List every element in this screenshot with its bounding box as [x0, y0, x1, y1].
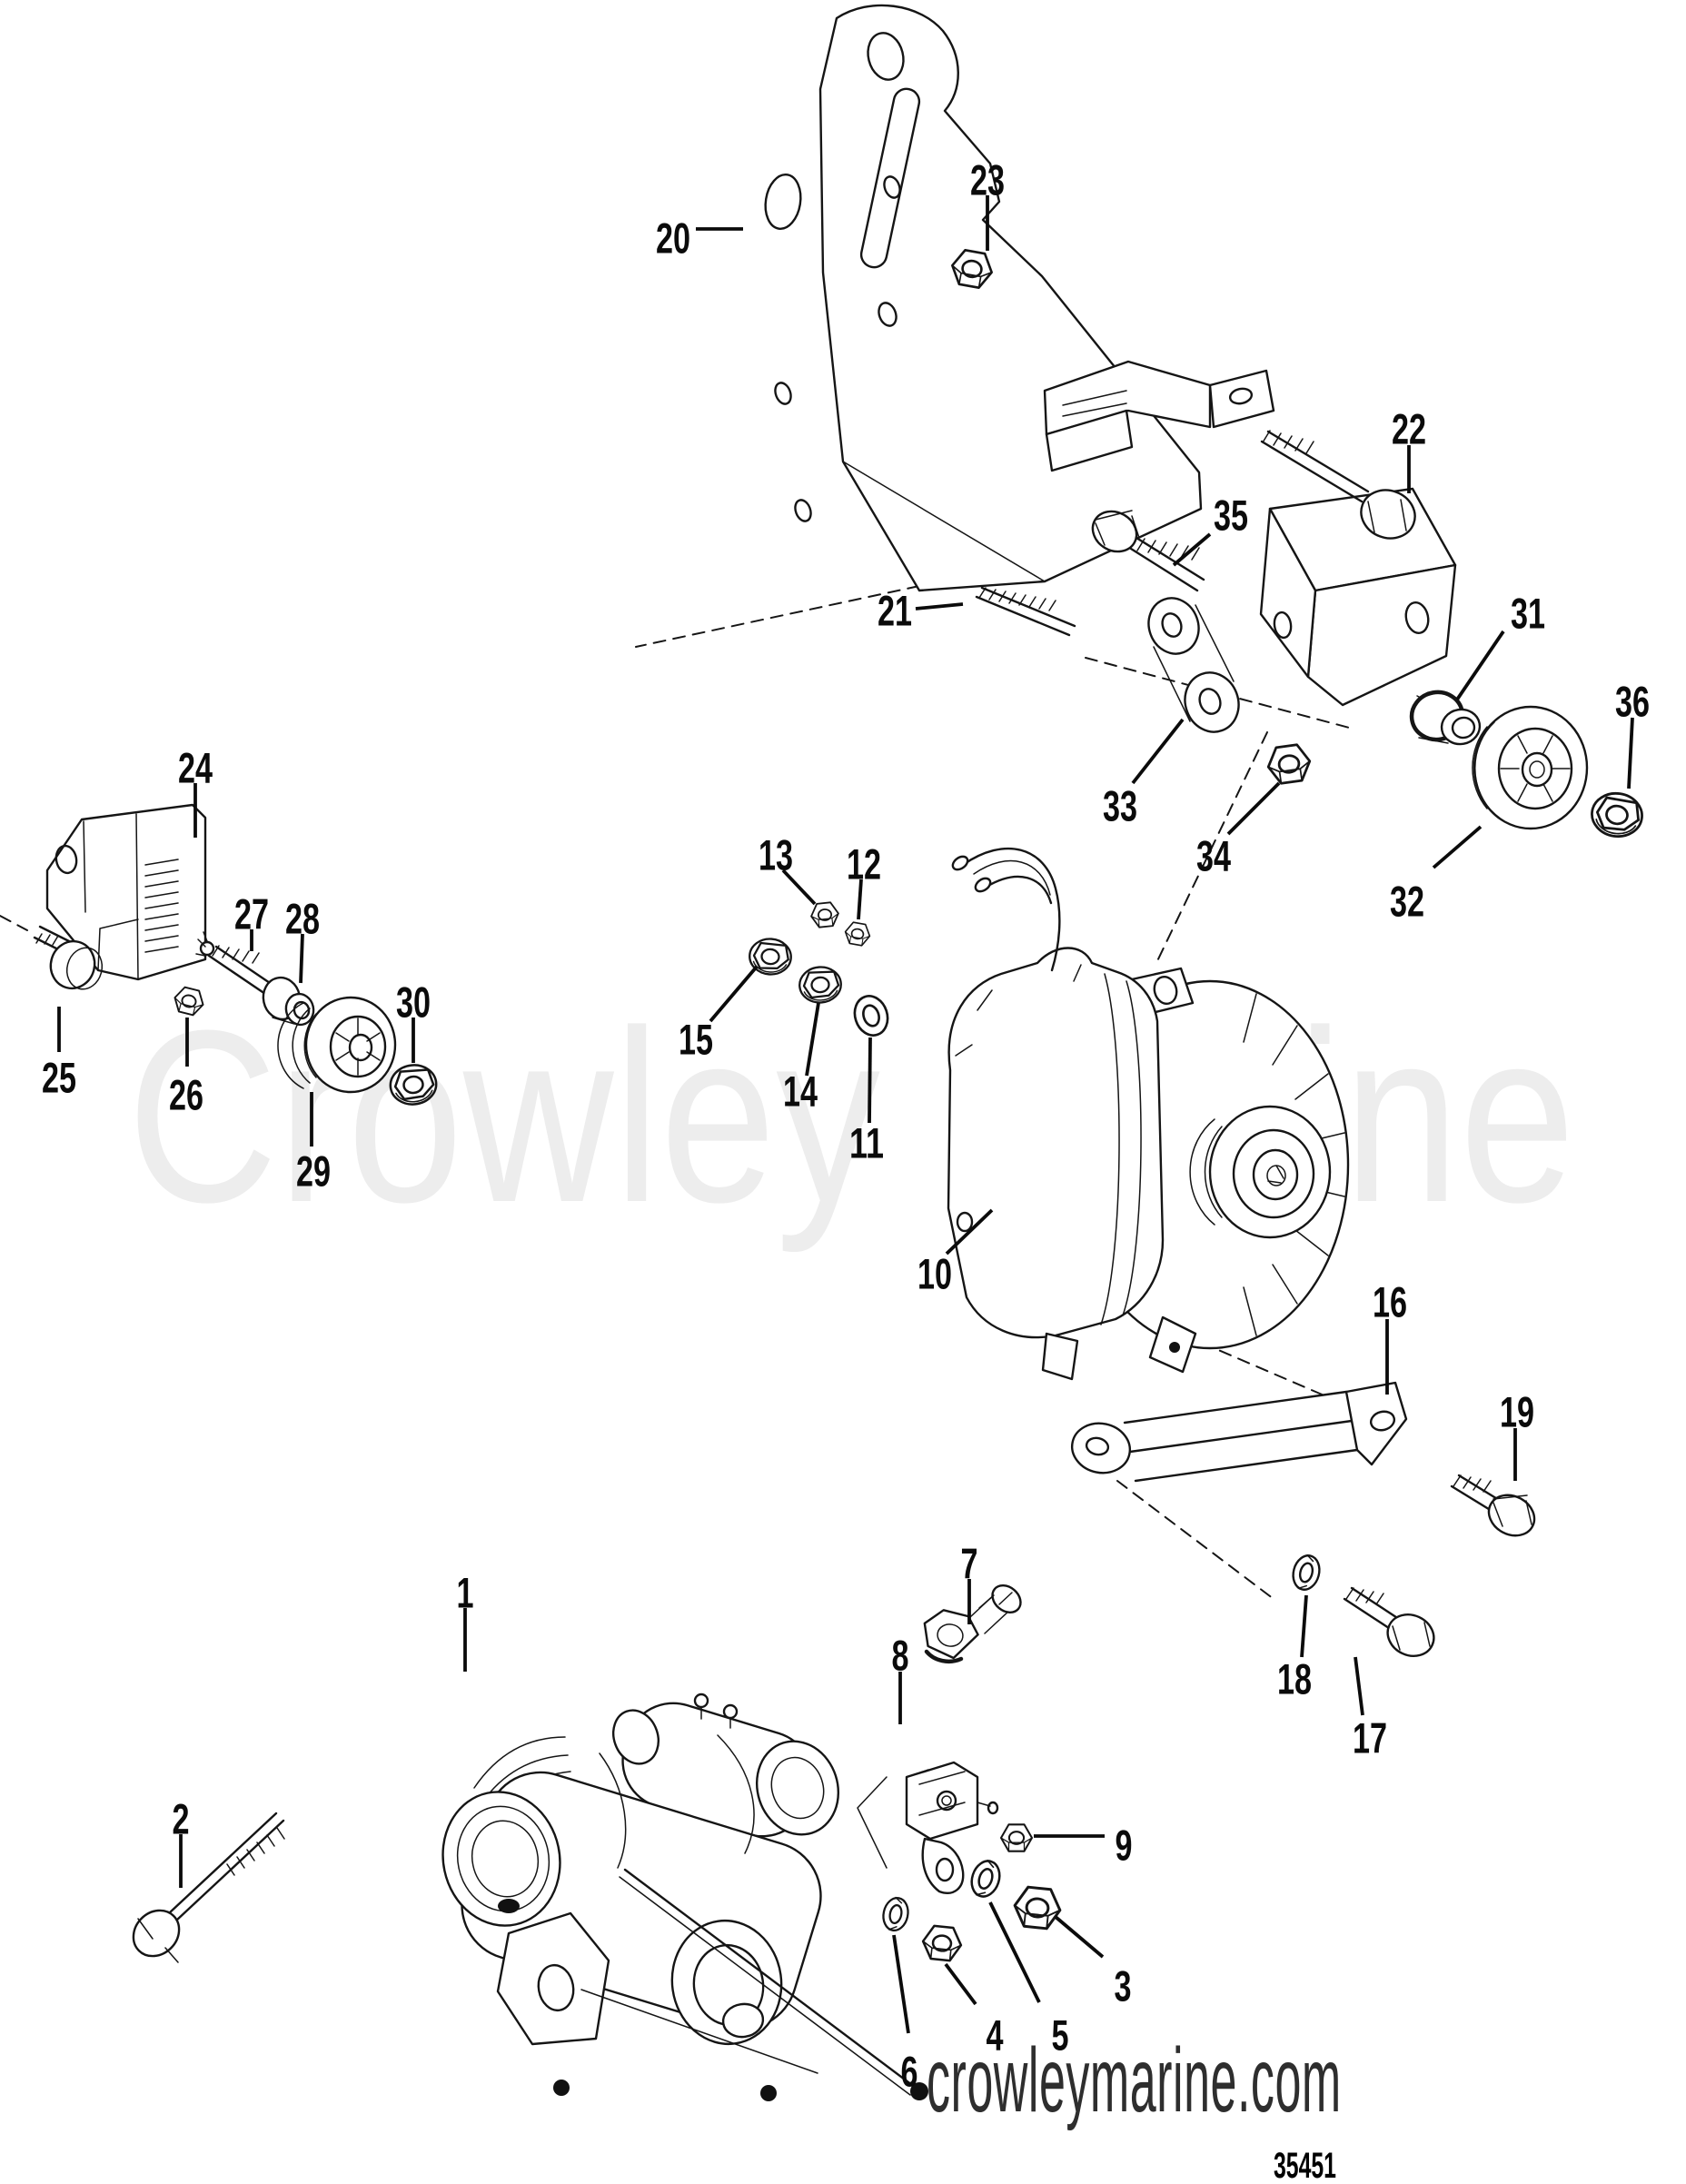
part-13-nut [808, 900, 841, 929]
callout-leader-line [1432, 825, 1483, 869]
callout-leader-line [868, 1037, 872, 1124]
callout-leader-line [709, 965, 759, 1023]
part-18-lockwasher [1288, 1551, 1324, 1594]
part-14-nut [797, 964, 844, 1006]
callout-label: 7 [961, 1540, 978, 1588]
part-20-clamp-flange [1043, 360, 1275, 472]
callout-leader-line [1300, 1594, 1308, 1658]
callout-label: 24 [178, 744, 213, 792]
part-25-bolt [33, 925, 104, 990]
callout-leader-line [781, 869, 817, 906]
callout-label: 18 [1277, 1655, 1312, 1703]
part-8-sensor-bracket [857, 1761, 999, 1894]
callout-label: 17 [1353, 1714, 1387, 1762]
callout-label: 28 [285, 895, 320, 943]
callout-label: 9 [1116, 1822, 1133, 1870]
callout-label: 10 [917, 1250, 952, 1298]
part-21-stud [975, 586, 1076, 637]
part-19-bolt [1450, 1474, 1536, 1537]
part-24-bracket [45, 803, 207, 981]
callout-label: 6 [901, 2048, 918, 2096]
callout-leader-line [299, 933, 304, 984]
part-20-mounting-plate [764, 4, 1203, 592]
part-33-link-arm [1147, 597, 1240, 733]
part-16-brace [1070, 1381, 1408, 1483]
part-6-lockwasher [879, 1894, 912, 1934]
callout-label: 32 [1390, 878, 1424, 926]
callout-label: 15 [679, 1016, 713, 1064]
callout-label: 36 [1615, 678, 1650, 726]
callout-leader-line [944, 1962, 977, 2006]
callout-leader-line [915, 602, 964, 611]
callout-label: 4 [987, 2011, 1004, 2060]
part-32-pulley [1472, 705, 1589, 830]
part-28-bushing [262, 976, 315, 1027]
callout-label: 2 [173, 1795, 190, 1843]
callout-label: 19 [1500, 1388, 1534, 1436]
callout-label: 3 [1115, 1962, 1132, 2010]
callout-label: 13 [759, 831, 793, 879]
callout-label: 11 [849, 1119, 884, 1167]
callout-label: 35 [1214, 491, 1248, 540]
part-9-nut [999, 1823, 1034, 1852]
callout-leader-line [1054, 1915, 1105, 1959]
callout-leader-line [1131, 718, 1185, 785]
callout-label: 29 [296, 1147, 331, 1196]
part-7-sensor-plug [923, 1584, 1022, 1664]
part-17-bolt [1343, 1586, 1435, 1657]
part-31-bushing [1409, 690, 1482, 746]
part-2-bolt [132, 1812, 285, 1963]
callout-leader-line [1627, 717, 1634, 789]
callout-label: 30 [396, 978, 431, 1027]
callout-label: 25 [42, 1054, 76, 1102]
part-5-lockwasher [966, 1856, 1006, 1901]
callout-label: 20 [656, 214, 690, 263]
callout-label: 8 [892, 1632, 909, 1680]
callout-leader-line [857, 879, 863, 920]
callout-leader-line [988, 1901, 1041, 2003]
callout-leader-line [1172, 532, 1212, 567]
callout-label: 27 [234, 890, 269, 938]
part-channel-bracket [1259, 487, 1457, 707]
part-4-nut [919, 1923, 965, 1963]
callout-leader-line [1354, 1656, 1364, 1716]
part-11-washer [848, 990, 894, 1041]
footer-site-text: crowleymarine.com [927, 2030, 1342, 2131]
part-12-nut [842, 920, 873, 948]
part-30-locknut [387, 1061, 440, 1108]
part-26-nut [171, 984, 207, 1018]
callout-label: 1 [457, 1569, 474, 1617]
callout-label: 23 [970, 156, 1005, 204]
callout-label: 5 [1052, 2011, 1069, 2060]
callout-leader-line [945, 1208, 994, 1256]
callout-label: 34 [1196, 832, 1231, 880]
part-1-starter-motor [441, 1693, 928, 2101]
callout-leader-line [1226, 781, 1281, 836]
part-3-nut [1011, 1884, 1064, 1931]
part-29-pulley [277, 996, 397, 1094]
callout-label: 26 [169, 1071, 203, 1119]
part-36-locknut [1588, 789, 1646, 841]
part-34-nut [1264, 741, 1314, 787]
part-10-alternator [947, 847, 1350, 1381]
callout-label: 14 [783, 1067, 818, 1116]
callout-leader-line [1455, 630, 1505, 701]
callout-leader-line [892, 1934, 910, 2034]
callout-label: 16 [1373, 1278, 1407, 1326]
callout-label: 22 [1392, 405, 1426, 453]
part-22-bolt [1260, 430, 1416, 540]
callout-label: 12 [847, 840, 881, 888]
callout-label: 31 [1511, 590, 1545, 638]
callout-label: 21 [878, 587, 912, 635]
diagram-number: 35451 [1274, 2146, 1336, 2184]
callout-leader-line [805, 1002, 820, 1077]
callout-label: 33 [1103, 782, 1137, 830]
part-35-bolt [1091, 510, 1205, 592]
